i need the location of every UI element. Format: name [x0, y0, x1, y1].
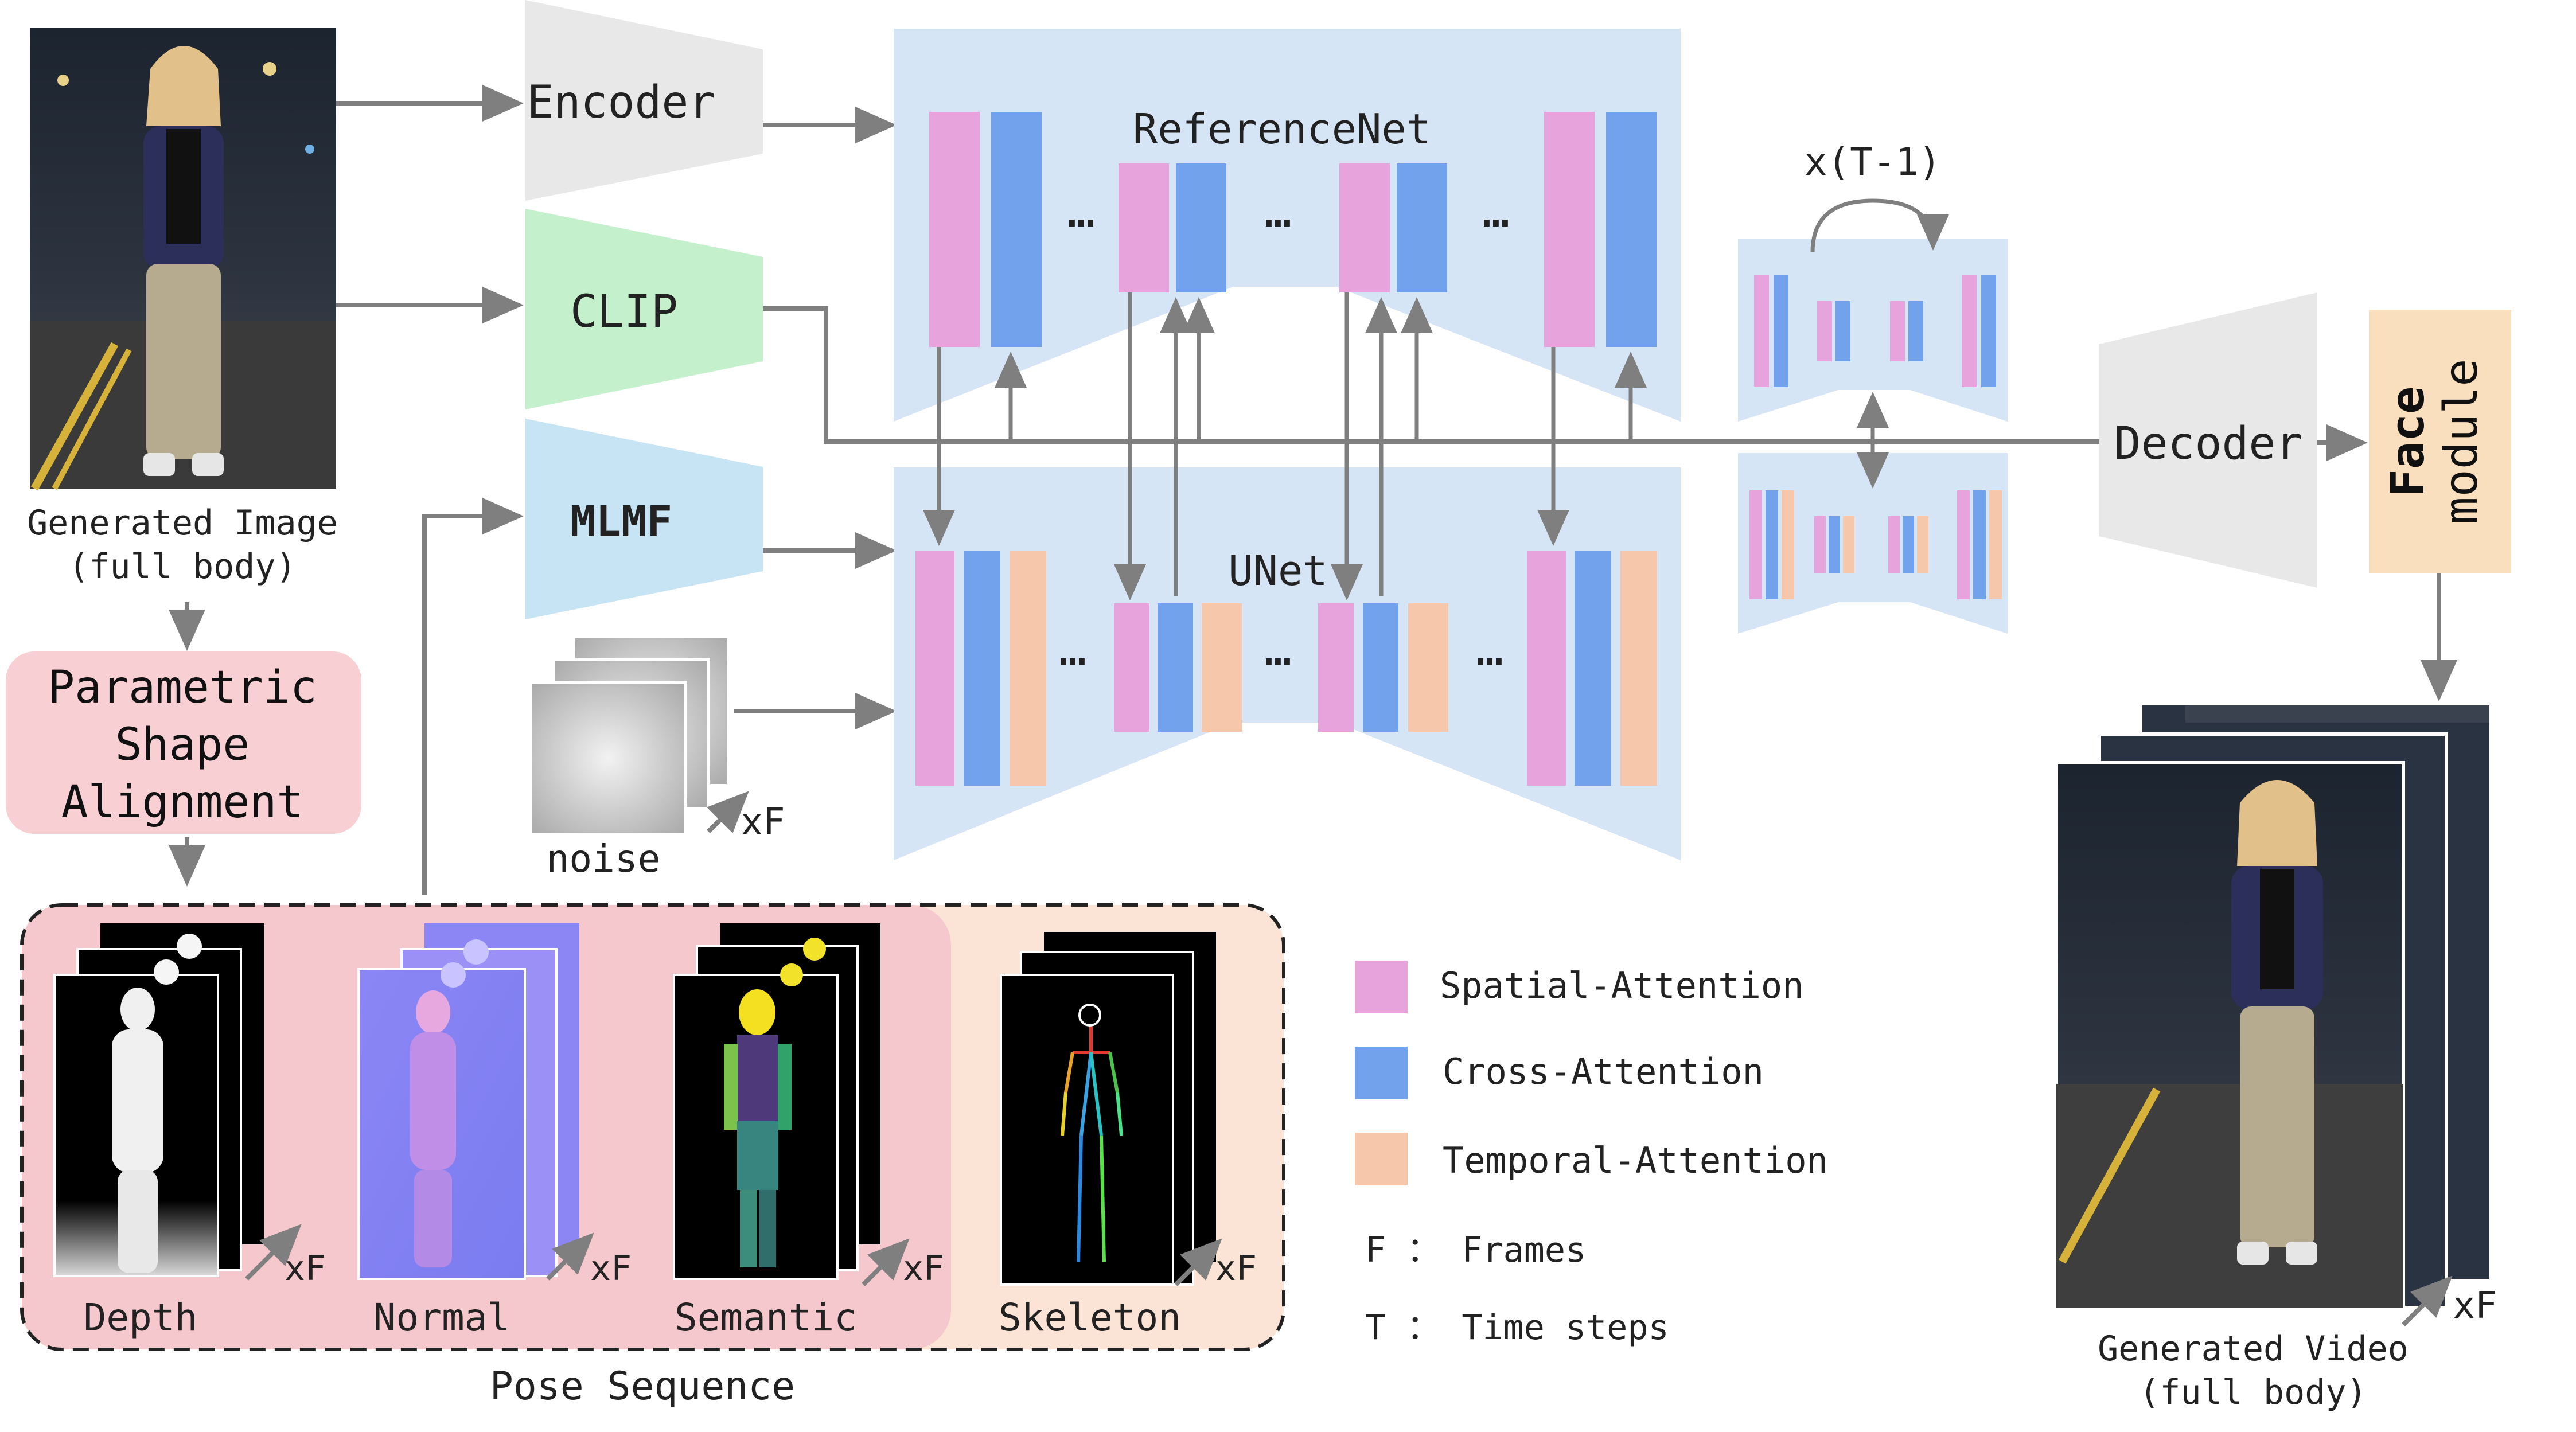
unet: UNet … … … — [894, 467, 1681, 860]
unet-spatial-block-4 — [1527, 551, 1566, 786]
unet-dots-1: … — [1059, 623, 1086, 676]
pose-sequence-title: Pose Sequence — [490, 1364, 795, 1409]
pose-depth: xF Depth — [53, 923, 326, 1340]
unet-dots-2: … — [1264, 623, 1292, 676]
unet-temporal-block-2 — [1202, 603, 1242, 732]
legend-frames-def: F ： Frames — [1365, 1230, 1586, 1270]
unet-spatial-block-1 — [915, 551, 954, 786]
legend-spatial-swatch — [1355, 961, 1408, 1013]
encoder-label: Encoder — [527, 77, 716, 128]
unet-cross-block-1 — [964, 551, 1000, 786]
mlmf-block: MLMF — [525, 419, 763, 619]
ref-dots-3: … — [1482, 184, 1510, 237]
clip-label: CLIP — [570, 286, 678, 338]
generated-image — [30, 28, 336, 491]
mlmf-label: MLMF — [570, 497, 672, 547]
unet-temporal-block-4 — [1620, 551, 1657, 786]
alignment-line-3: Alignment — [61, 777, 304, 828]
alignment-line-1: Parametric — [48, 662, 317, 713]
unet-dots-3: … — [1476, 623, 1503, 676]
skeleton-frames-label: xF — [1215, 1248, 1257, 1289]
unet-temporal-block-1 — [1010, 551, 1046, 786]
semantic-frames-label: xF — [903, 1248, 944, 1289]
parametric-shape-alignment: Parametric Shape Alignment — [6, 651, 361, 834]
depth-label: Depth — [84, 1296, 198, 1340]
unet-cross-block-2 — [1158, 603, 1193, 732]
semantic-label: Semantic — [675, 1296, 857, 1340]
legend-time-def: T ： Time steps — [1365, 1308, 1669, 1348]
ref-cross-block-1 — [991, 112, 1042, 347]
legend-spatial-label: Spatial-Attention — [1440, 965, 1804, 1006]
ref-dots-2: … — [1264, 184, 1292, 237]
legend: Spatial-Attention Cross-Attention Tempor… — [1355, 961, 1828, 1348]
legend-temporal-swatch — [1355, 1133, 1408, 1185]
ref-spatial-block-2 — [1119, 163, 1169, 292]
generated-video-caption-1: Generated Video — [2098, 1329, 2409, 1369]
pose-sequence: xF Depth xF Normal — [20, 903, 1285, 1409]
alignment-line-2: Shape — [115, 719, 250, 771]
ref-cross-block-4 — [1606, 112, 1657, 347]
generated-image-caption-2: (full body) — [68, 547, 296, 587]
ref-dots-1: … — [1067, 184, 1095, 237]
face-module: Face module — [2369, 310, 2511, 573]
unet-temporal-block-3 — [1408, 603, 1448, 732]
pose-skeleton: xF Skeleton — [999, 932, 1257, 1340]
generated-video-caption-2: (full body) — [2139, 1372, 2367, 1413]
noise-label: noise — [547, 837, 661, 881]
decoder-label: Decoder — [2114, 418, 2303, 470]
ref-spatial-block-3 — [1339, 163, 1390, 292]
pose-semantic: xF Semantic — [673, 923, 944, 1340]
generated-video-stack: xF — [2055, 705, 2497, 1327]
ref-spatial-block-4 — [1544, 112, 1595, 347]
legend-temporal-label: Temporal-Attention — [1443, 1140, 1828, 1181]
decoder-block: Decoder — [2099, 292, 2317, 588]
noise-frames-label: xF — [741, 801, 785, 844]
reference-net-label: ReferenceNet — [1133, 105, 1431, 153]
ref-cross-block-3 — [1397, 163, 1447, 292]
depth-frames-label: xF — [285, 1248, 326, 1289]
normal-frames-label: xF — [590, 1248, 632, 1289]
unet-spatial-block-2 — [1114, 603, 1149, 732]
unet-label: UNet — [1228, 547, 1327, 595]
unet-cross-block-3 — [1363, 603, 1398, 732]
encoder-block: Encoder — [525, 0, 763, 201]
unet-spatial-block-3 — [1318, 603, 1354, 732]
ref-spatial-block-1 — [929, 112, 980, 347]
ref-cross-block-2 — [1176, 163, 1226, 292]
noise-stack: xF noise — [529, 635, 785, 881]
legend-cross-swatch — [1355, 1047, 1408, 1099]
pose-normal: xF Normal — [357, 923, 632, 1340]
skeleton-label: Skeleton — [999, 1296, 1181, 1340]
face-module-line-1: Face — [2381, 387, 2434, 497]
face-module-line-2: module — [2434, 359, 2488, 525]
mini-unet — [1738, 453, 2008, 634]
timesteps-loop-label: x(T-1) — [1805, 140, 1941, 184]
clip-block: CLIP — [525, 209, 763, 409]
generated-image-caption-1: Generated Image — [27, 503, 338, 543]
normal-label: Normal — [373, 1296, 510, 1340]
reference-net: ReferenceNet … … … — [894, 29, 1681, 422]
unet-cross-block-4 — [1575, 551, 1611, 786]
legend-cross-label: Cross-Attention — [1443, 1051, 1764, 1092]
mini-reference-net — [1738, 239, 2008, 422]
video-frames-label: xF — [2453, 1285, 2497, 1327]
